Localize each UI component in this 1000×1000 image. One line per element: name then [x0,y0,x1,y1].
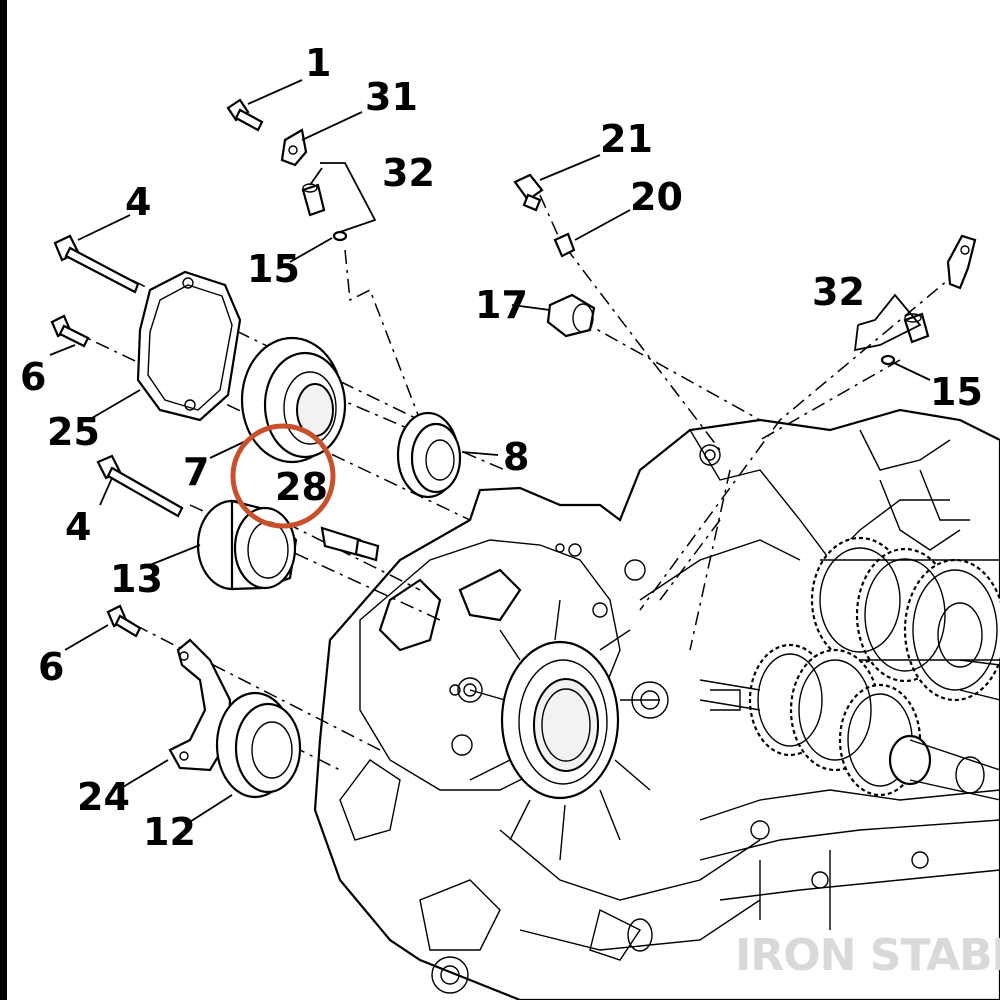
part-21-plug [513,173,544,212]
callout-12: 12 [143,810,196,854]
dowel-pin [320,526,380,562]
part-24-retainer [168,638,232,772]
transmission-gears [699,536,1000,801]
part-17-sleeve [546,293,596,338]
callout-8: 8 [503,435,529,479]
callout-17: 17 [475,283,528,327]
part-4-bolt-upper [53,234,140,294]
leader-lines [49,79,931,826]
callout-4-lower: 4 [65,505,91,549]
callout-32-left: 32 [382,151,435,195]
part-31-clip-right [946,234,977,290]
callout-13: 13 [110,557,163,601]
callout-15-right: 15 [930,370,983,414]
callout-6-upper: 6 [20,355,46,399]
callout-31: 31 [365,75,418,119]
part-32-dowel-left [301,183,326,217]
callout-25: 25 [47,410,100,454]
part-20-fitting [553,232,576,258]
part-6-bolt-upper [50,314,90,348]
callout-15-left: 15 [247,247,300,291]
callout-4-upper: 4 [125,180,151,224]
part-12-bearing [215,691,302,799]
callout-1: 1 [305,41,331,85]
callout-7: 7 [183,450,209,494]
callout-20: 20 [630,175,683,219]
part-7-seal [240,336,347,464]
part-15-oring-left [332,230,348,242]
callout-32-right: 32 [812,270,865,314]
callout-labels: 1 31 32 15 4 6 25 7 28 8 4 13 6 24 12 21… [20,41,983,854]
left-border [0,0,7,1000]
highlight-circle-28 [230,423,336,529]
callout-28: 28 [275,465,328,509]
part-1-bolt [226,98,264,132]
part-8-bearing [396,411,462,499]
part-25-gasket [136,270,242,422]
callout-24: 24 [77,775,130,819]
part-4-bolt-lower [96,454,184,518]
part-6-bolt-lower [106,604,142,638]
callout-21: 21 [600,117,653,161]
watermark-text: IRON STABLE [735,930,1000,981]
part-32-dowel-right [903,312,930,344]
part-13-bearing-cup [196,499,298,591]
part-31-clip [280,128,308,167]
callout-6-lower: 6 [38,645,64,689]
part-15-oring-right [880,354,896,366]
